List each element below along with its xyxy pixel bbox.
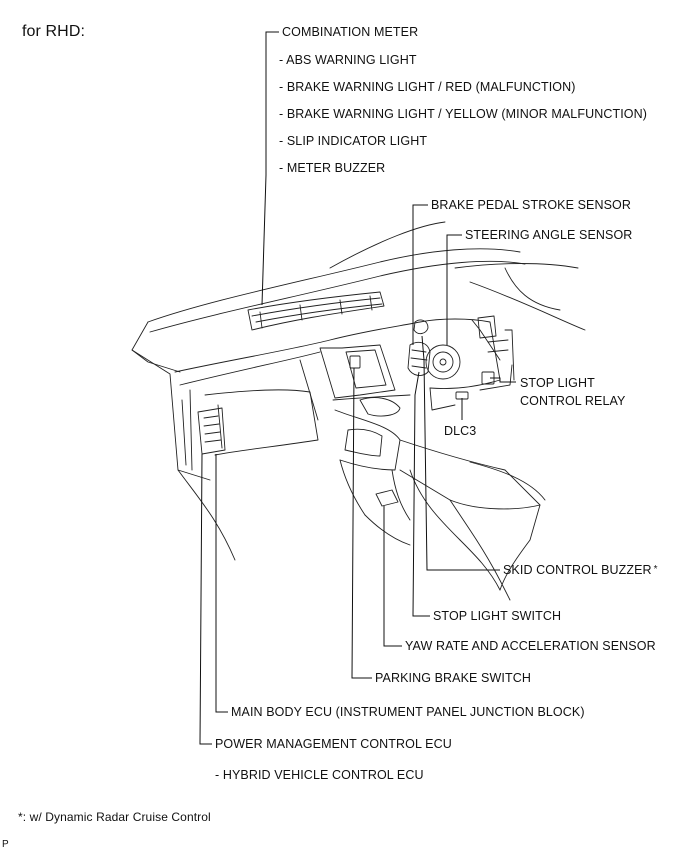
parking-brake-switch-body bbox=[349, 355, 361, 369]
main-body-ecu-body bbox=[197, 407, 226, 455]
label-slip-indicator: - SLIP INDICATOR LIGHT bbox=[279, 134, 428, 148]
label-brake-warning-yellow: - BRAKE WARNING LIGHT / YELLOW (MINOR MA… bbox=[279, 107, 647, 121]
label-abs-warning: - ABS WARNING LIGHT bbox=[279, 53, 417, 67]
label-main-body-ecu: MAIN BODY ECU (INSTRUMENT PANEL JUNCTION… bbox=[231, 705, 585, 719]
label-hybrid-ecu: - HYBRID VEHICLE CONTROL ECU bbox=[215, 768, 424, 782]
center-stack-outline bbox=[319, 344, 396, 399]
leader-power-mgmt bbox=[199, 453, 212, 745]
label-stop-light-relay-line1: STOP LIGHT bbox=[520, 376, 595, 390]
leader-parking-brake bbox=[351, 367, 372, 679]
steering-column-outline bbox=[419, 318, 501, 389]
leader-stop-light-relay bbox=[490, 377, 516, 383]
skid-buzzer-text: SKID CONTROL BUZZER bbox=[503, 563, 652, 577]
label-parking-brake: PARKING BRAKE SWITCH bbox=[375, 671, 531, 685]
yaw-rate-sensor-body bbox=[375, 489, 399, 507]
leader-yaw-rate bbox=[383, 506, 402, 647]
label-power-mgmt: POWER MANAGEMENT CONTROL ECU bbox=[215, 737, 452, 751]
combination-meter-body bbox=[247, 291, 385, 331]
label-meter-buzzer: - METER BUZZER bbox=[279, 161, 386, 175]
windshield-outline bbox=[147, 248, 521, 323]
dlc3-body bbox=[455, 391, 469, 400]
diagram-title: for RHD: bbox=[22, 23, 86, 40]
footnote: *: w/ Dynamic Radar Cruise Control bbox=[18, 810, 211, 824]
glovebox-outline bbox=[204, 389, 319, 456]
leader-stop-light-switch bbox=[412, 371, 430, 617]
label-stop-light-switch: STOP LIGHT SWITCH bbox=[433, 609, 562, 623]
leader-skid-buzzer bbox=[421, 335, 500, 571]
leader-main-body-ecu bbox=[215, 454, 228, 713]
corner-mark: P bbox=[2, 839, 9, 850]
skid-buzzer-body bbox=[413, 319, 429, 335]
label-stop-light-relay-line2: CONTROL RELAY bbox=[520, 394, 626, 408]
leader-steering-angle bbox=[446, 234, 462, 345]
brake-pedal-assembly bbox=[407, 341, 431, 376]
label-yaw-rate: YAW RATE AND ACCELERATION SENSOR bbox=[405, 639, 656, 653]
steering-angle-sensor-body bbox=[425, 344, 461, 380]
label-steering-angle: STEERING ANGLE SENSOR bbox=[465, 228, 633, 242]
label-dlc3: DLC3 bbox=[444, 424, 477, 438]
label-brake-warning-red: - BRAKE WARNING LIGHT / RED (MALFUNCTION… bbox=[279, 80, 576, 94]
label-skid-control-buzzer: SKID CONTROL BUZZER* bbox=[503, 563, 658, 577]
dash-left-outline bbox=[131, 321, 181, 373]
label-brake-pedal-stroke: BRAKE PEDAL STROKE SENSOR bbox=[431, 198, 632, 212]
center-console-outline bbox=[399, 439, 541, 510]
leader-combination-meter bbox=[261, 31, 279, 306]
skid-buzzer-asterisk: * bbox=[653, 564, 658, 575]
leader-brake-pedal-stroke bbox=[412, 204, 428, 345]
label-combination-meter: COMBINATION METER bbox=[282, 25, 419, 39]
